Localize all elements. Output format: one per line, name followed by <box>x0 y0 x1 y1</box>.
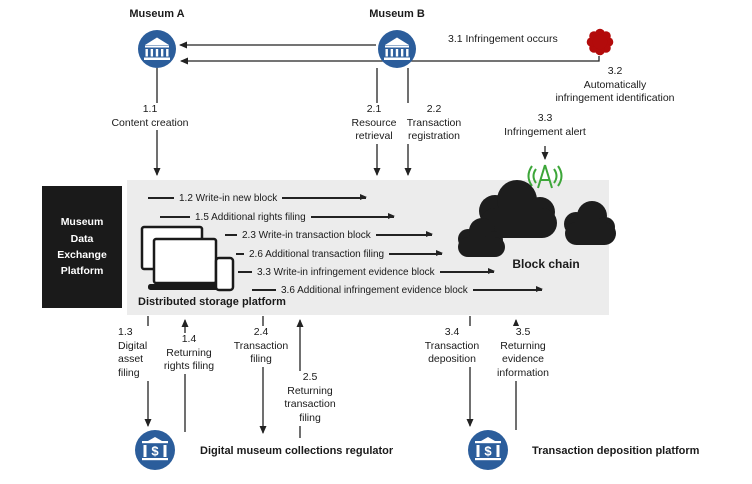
deposition-platform-label: Transaction deposition platform <box>532 445 700 457</box>
storage-platform-label: Distributed storage platform <box>138 296 286 308</box>
flow-3-3-label: 3.3 Write-in infringement evidence block <box>257 266 435 278</box>
blockchain-cloud-icon <box>458 180 616 257</box>
blockchain-label: Block chain <box>512 257 580 271</box>
line <box>148 197 174 199</box>
flow-2-6-row: 2.6 Additional transaction filing <box>236 247 443 261</box>
infringement-icon <box>586 28 614 56</box>
museum-a-icon <box>138 30 176 68</box>
arrow-right <box>375 230 434 239</box>
deposition-platform-icon: $ <box>468 430 508 470</box>
regulator-icon: $ <box>135 430 175 470</box>
line <box>236 253 244 255</box>
distributed-storage-icon <box>140 225 235 292</box>
flow-1-5-label: 1.5 Additional rights filing <box>195 211 306 223</box>
arrow-right <box>389 249 443 258</box>
museum-b-icon <box>378 30 416 68</box>
flow-1-5-row: 1.5 Additional rights filing <box>160 210 396 224</box>
flow-2-3-row: 2.3 Write-in transaction block <box>225 228 434 242</box>
flow-2-4-label: 2.4 Transaction filing <box>228 326 294 367</box>
flow-1-1-label: 1.1 Content creation <box>98 103 202 131</box>
line <box>252 289 276 291</box>
flow-3-6-row: 3.6 Additional infringement evidence blo… <box>252 283 544 297</box>
flow-1-2-label: 1.2 Write-in new block <box>179 192 278 204</box>
arrow-right <box>282 193 367 202</box>
arrow-right <box>310 212 396 221</box>
museum-a-title: Museum A <box>129 8 185 20</box>
flow-3-5-label: 3.5 Returning evidence information <box>489 326 557 381</box>
flow-1-2-row: 1.2 Write-in new block <box>148 191 367 205</box>
flow-3-2-label: 3.2 Automatically infringement identific… <box>535 65 695 106</box>
line <box>225 234 237 236</box>
dollar-glyph: $ <box>151 444 159 459</box>
flow-1-3-label: 1.3 Digital asset filing <box>116 326 156 381</box>
exchange-platform-node: Museum Data Exchange Platform <box>42 186 122 308</box>
flow-3-3-alert-label: 3.3 Infringement alert <box>495 112 595 140</box>
flow-2-6-label: 2.6 Additional transaction filing <box>249 248 385 260</box>
flow-2-3-label: 2.3 Write-in transaction block <box>242 229 371 241</box>
broadcast-antenna-icon <box>527 164 563 189</box>
dollar-glyph: $ <box>484 444 492 459</box>
flow-3-6-label: 3.6 Additional infringement evidence blo… <box>281 284 468 296</box>
line <box>238 271 252 273</box>
museum-b-title: Museum B <box>369 8 425 20</box>
flow-3-1-label: 3.1 Infringement occurs <box>446 33 560 47</box>
flow-3-4-label: 3.4 Transaction deposition <box>419 326 485 367</box>
flow-2-2-label: 2.2 Transaction registration <box>396 103 472 144</box>
line <box>160 216 190 218</box>
flow-1-4-label: 1.4 Returning rights filing <box>156 333 222 374</box>
regulator-label: Digital museum collections regulator <box>200 445 394 457</box>
arrow-auto-identification <box>180 56 600 65</box>
flow-3-3-row: 3.3 Write-in infringement evidence block <box>238 265 496 279</box>
arrow-right <box>439 267 496 276</box>
flow-2-5-label: 2.5 Returning transaction filing <box>277 371 343 426</box>
arrow-right <box>472 285 544 294</box>
